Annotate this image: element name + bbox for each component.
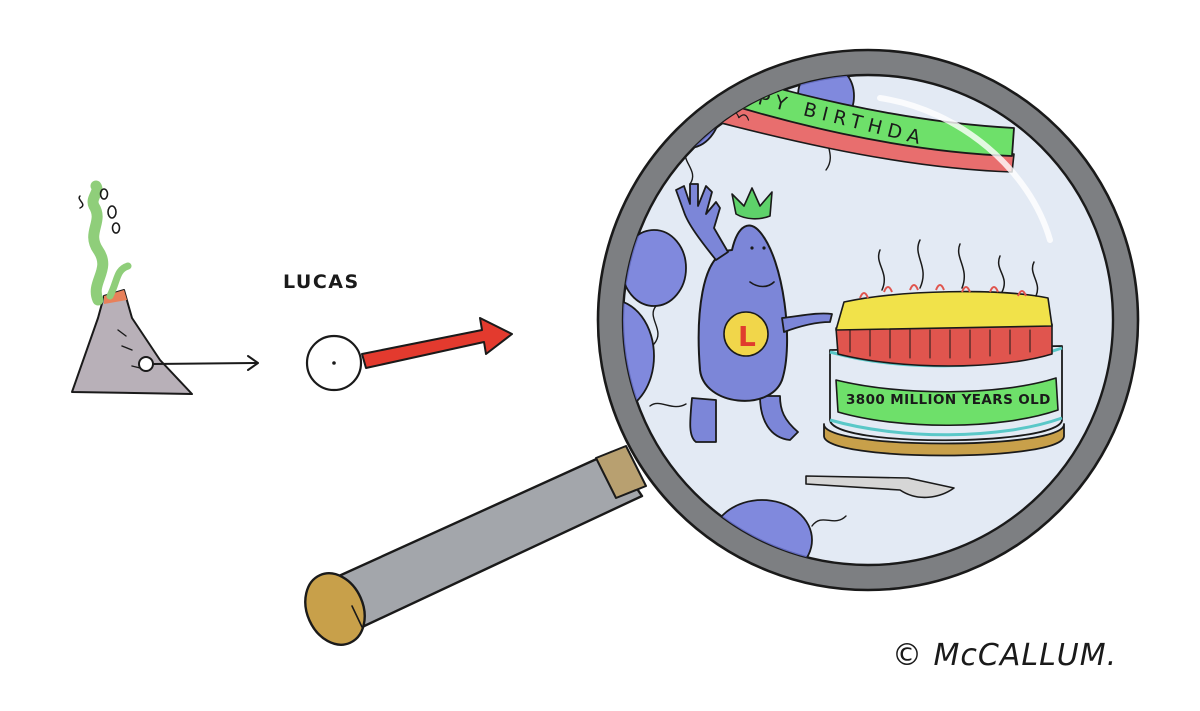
cake-text: 3800 MILLION YEARS OLD [846, 392, 1051, 408]
lucas-cell-icon [305, 334, 363, 392]
volcano-icon [71, 180, 193, 395]
vent-arrow [152, 355, 259, 371]
crown-icon [731, 187, 773, 220]
balloon-icon [623, 299, 687, 413]
cake-icon: 3800 MILLION YEARS OLD [823, 239, 1065, 457]
lucas-label: LUCAS [283, 271, 360, 293]
badge-letter: L [738, 320, 756, 353]
cake-server-icon [805, 475, 955, 499]
magnifying-glass-handle [304, 445, 647, 646]
red-arrow [361, 317, 513, 369]
balloon-icon [623, 229, 687, 345]
signature: © McCALLUM. [892, 638, 1117, 673]
vent-circle-icon [138, 356, 154, 372]
character-badge: L [723, 311, 769, 357]
signature-text: © McCALLUM. [892, 638, 1117, 673]
